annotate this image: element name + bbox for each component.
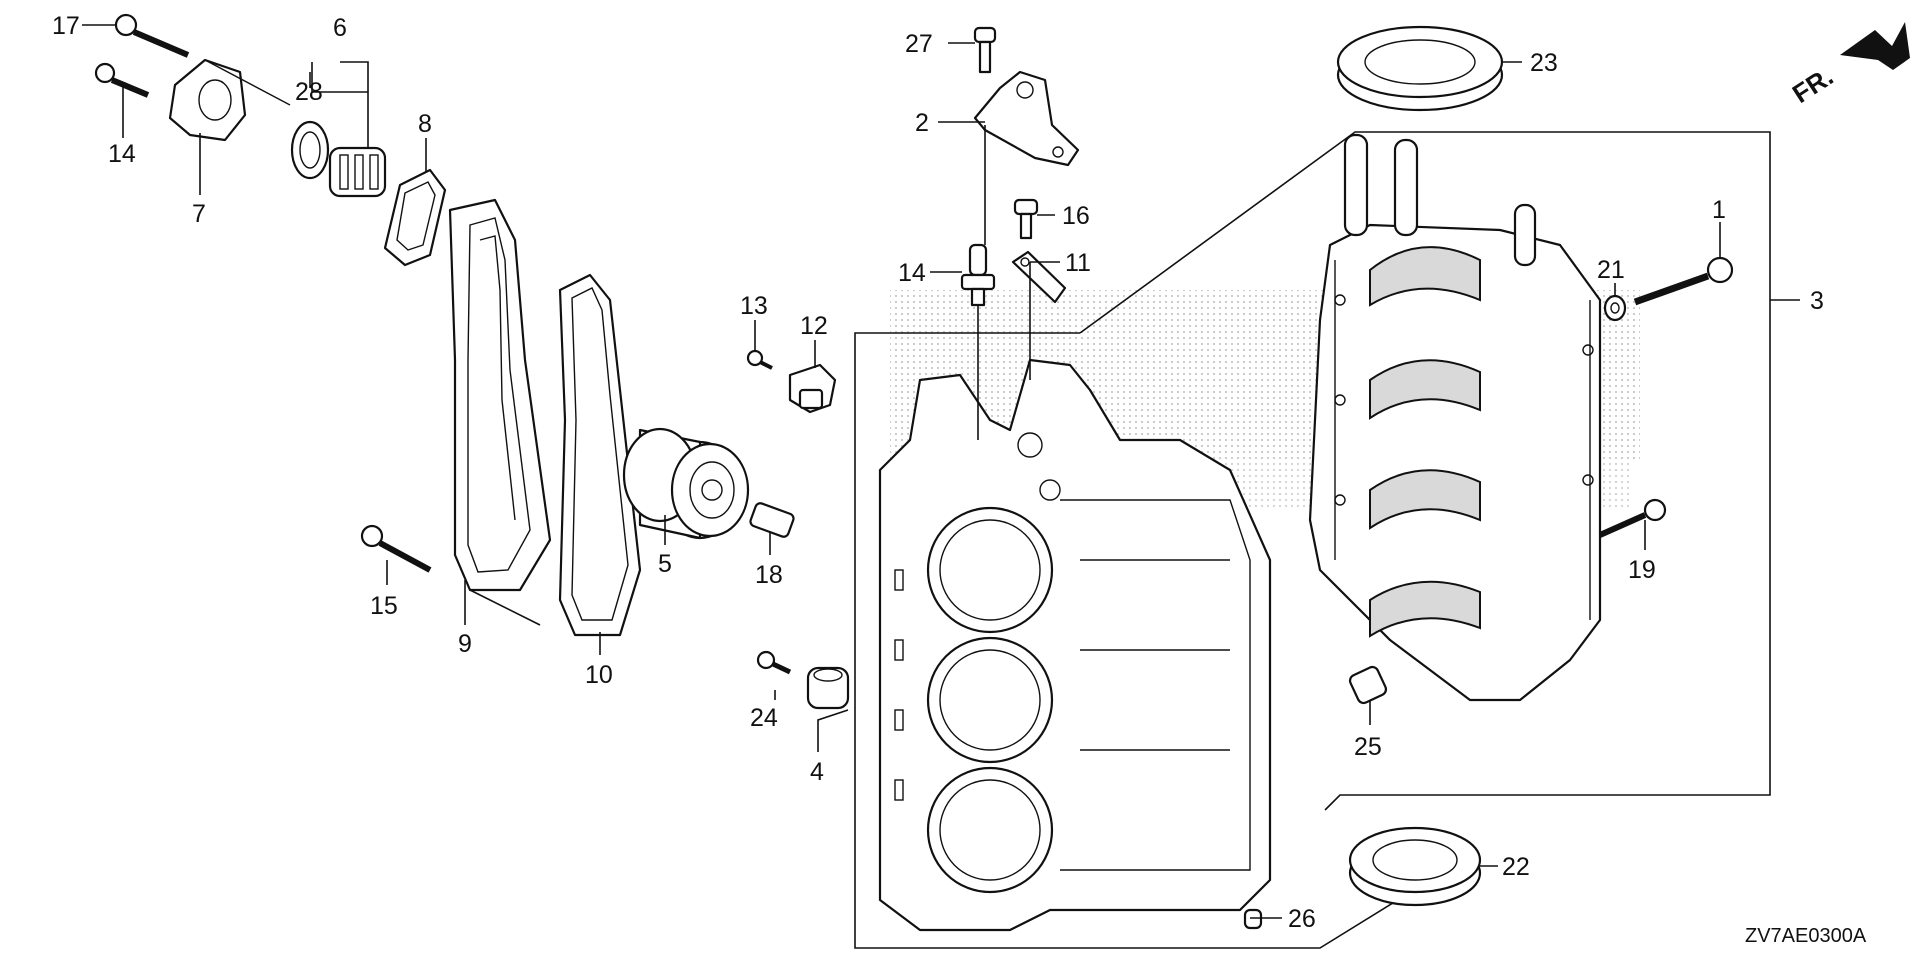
callout-10: 10	[585, 661, 613, 689]
part-17-bolt	[114, 13, 190, 58]
part-22-oil-seal	[1348, 826, 1482, 907]
callout-6: 6	[333, 14, 347, 42]
callout-19: 19	[1628, 556, 1656, 584]
callout-13: 13	[740, 292, 768, 320]
callout-22: 22	[1502, 853, 1530, 881]
part-12-pressure-switch	[788, 363, 837, 414]
callout-26: 26	[1288, 905, 1316, 933]
direction-label: FR.	[1787, 61, 1838, 109]
callout-14-center: 14	[898, 259, 926, 287]
part-3-crankcase-half	[1308, 133, 1602, 702]
part-25-dowel-pin	[1348, 665, 1388, 705]
part-4-grommet	[806, 666, 850, 710]
assembly-outline-3	[854, 131, 1771, 949]
callout-7: 7	[192, 200, 206, 228]
part-18-fitting	[749, 502, 795, 538]
part-19-bolt	[1598, 498, 1667, 538]
part-16-bolt	[1013, 198, 1039, 240]
part-11-clip	[1011, 250, 1067, 304]
leader-lines	[82, 24, 1800, 919]
callout-21: 21	[1597, 256, 1625, 284]
callout-16: 16	[1062, 202, 1090, 230]
part-24-bolt	[756, 650, 792, 675]
part-27-bolt	[973, 26, 997, 74]
part-8-gasket	[383, 168, 447, 267]
part-10-gasket	[558, 273, 642, 637]
callout-14-left: 14	[108, 140, 136, 168]
part-14-sensor-center	[960, 243, 996, 307]
callout-9: 9	[458, 630, 472, 658]
part-15-bolt	[360, 524, 432, 573]
callout-18: 18	[755, 561, 783, 589]
part-9-cover-plate	[448, 198, 552, 592]
callout-8: 8	[418, 110, 432, 138]
part-6-thermostat	[328, 146, 387, 198]
part-13-bolt	[746, 349, 773, 370]
callout-15: 15	[370, 592, 398, 620]
front-direction-arrow: FR.	[1787, 22, 1910, 109]
part-1-bolt	[1633, 256, 1734, 306]
callout-27: 27	[905, 30, 933, 58]
callout-3: 3	[1810, 287, 1824, 315]
callout-25: 25	[1354, 733, 1382, 761]
callout-28: 28	[295, 78, 323, 106]
part-23-oil-seal	[1336, 25, 1504, 112]
callout-4: 4	[810, 758, 824, 786]
part-28-o-ring	[290, 120, 330, 180]
figure-code: ZV7AE0300A	[1745, 925, 1867, 947]
callout-11: 11	[1065, 249, 1091, 277]
callout-23: 23	[1530, 49, 1558, 77]
part-26-dowel-pin	[1243, 908, 1263, 930]
callout-24: 24	[750, 704, 778, 732]
callout-1: 1	[1712, 196, 1726, 224]
callout-2: 2	[915, 109, 929, 137]
part-7-thermostat-cover	[168, 58, 291, 142]
callout-12: 12	[800, 312, 828, 340]
part-2-bracket	[973, 70, 1080, 167]
callout-17: 17	[52, 12, 80, 40]
part-3-cylinder-block	[878, 358, 1272, 932]
part-5-oil-filter	[622, 427, 750, 540]
part-14-bolt-left	[94, 62, 150, 98]
callout-numbers: 17 14 7 28 6 8 15 9 10 5 18 13 12 24 4 2…	[52, 12, 1867, 947]
callout-5: 5	[658, 550, 672, 578]
part-21-washer	[1603, 294, 1627, 322]
